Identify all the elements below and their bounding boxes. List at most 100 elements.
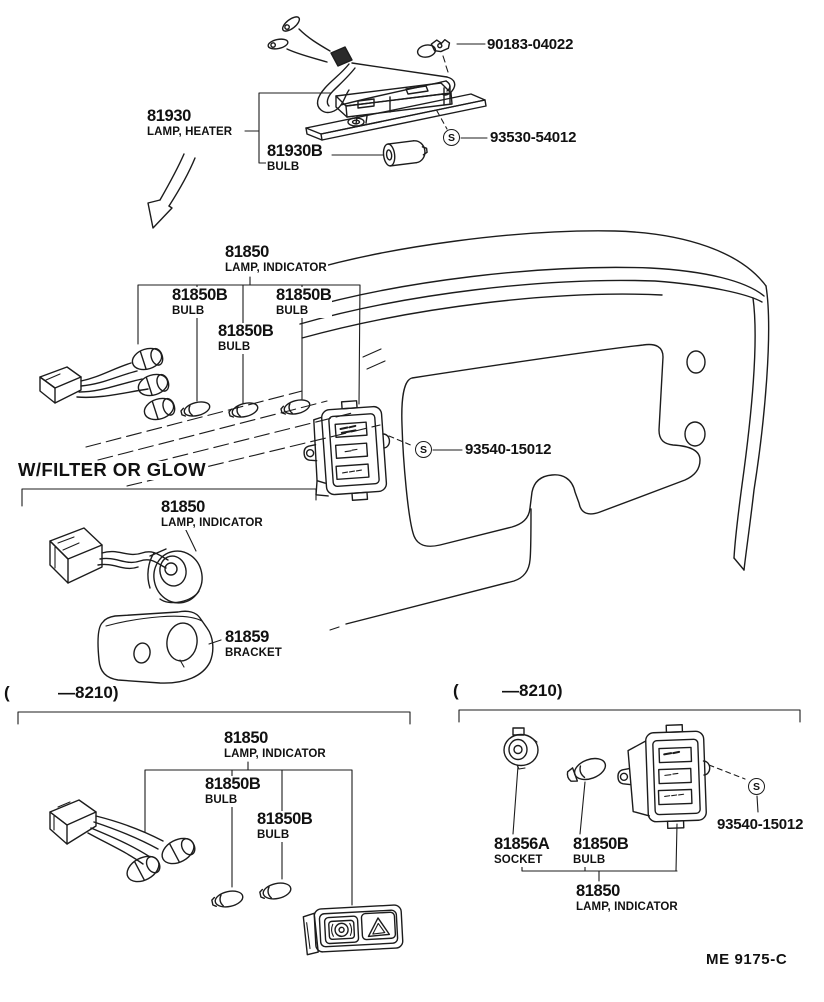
part-label-bulb-center: 81850B BULB [217, 322, 275, 354]
round-indicator-lamp [147, 548, 203, 604]
part-number: 81859 [225, 628, 269, 646]
leader-bulb [579, 781, 586, 835]
wedge-bulb-icon [259, 882, 292, 900]
leader-socket [512, 765, 519, 835]
part-number: 81850B [172, 286, 228, 304]
part-name: BULB [267, 160, 300, 173]
defogger-button-icon [323, 915, 360, 945]
wire-terminal-icon [267, 38, 289, 50]
part-name: LAMP, INDICATOR [161, 516, 263, 529]
part-label-heater-lamp: 81930 LAMP, HEATER [146, 107, 234, 139]
indicator-panel [303, 400, 391, 501]
wedge-bulb-icon [211, 890, 244, 908]
indicator-panel [617, 724, 711, 830]
part-name: LAMP, INDICATOR [576, 900, 678, 913]
leader-heater-lamp [244, 92, 332, 164]
part-name: LAMP, INDICATOR [224, 747, 326, 760]
part-label-grommet: 90183-04022 [486, 36, 575, 53]
part-name: LAMP, HEATER [147, 125, 233, 138]
date-range-right: —8210) [501, 681, 564, 700]
part-label-wf-lamp: 81850 LAMP, INDICATOR [160, 499, 264, 530]
part-number: 81850 [576, 882, 620, 900]
part-number: 81856A [494, 835, 550, 853]
leader-bracket [208, 639, 222, 645]
leader-screw-bottom [756, 795, 759, 813]
part-label-screw-mid: 93540-15012 [464, 441, 553, 458]
part-number: 81850B [257, 810, 313, 828]
section-bracket [458, 709, 801, 723]
wedge-bulb-icon [180, 401, 211, 417]
part-label-el-bulb-lower: 81850B BULB [256, 810, 314, 842]
festoon-bulb-icon [382, 140, 428, 167]
direction-arrow-icon [147, 153, 196, 229]
part-number: 81850 [224, 729, 268, 747]
early-left-art [17, 711, 411, 956]
harness-connector [49, 799, 97, 845]
part-number: 81930B [267, 142, 323, 160]
part-name: SOCKET [494, 853, 543, 866]
wedge-bulb-icon [280, 399, 311, 415]
bulb-socket-icon [126, 855, 161, 883]
part-name: BULB [172, 304, 205, 317]
bulb-socket-icon [131, 347, 164, 371]
lamp-bracket-plate [97, 610, 214, 684]
bulb-socket-icon [143, 397, 176, 421]
part-number: 81930 [147, 107, 191, 125]
lamp-socket-icon [503, 727, 539, 770]
part-name: LAMP, INDICATOR [225, 261, 327, 274]
heater-lamp-assembly [244, 16, 488, 167]
bulb-socket-icon [137, 373, 170, 397]
part-number: 81850 [225, 243, 269, 261]
section-bracket [21, 488, 317, 507]
part-name: BULB [573, 853, 606, 866]
screw-symbol: S [748, 778, 765, 795]
leader-bracket-early-left [144, 761, 353, 906]
part-name: BULB [276, 304, 309, 317]
part-number: 81850B [218, 322, 274, 340]
heater-lamp-housing [335, 82, 453, 125]
wedge-bulb-icon [228, 402, 259, 418]
harness-connector [49, 527, 103, 584]
filter-glow-section-art [21, 488, 317, 684]
wire-sleeve [330, 46, 353, 67]
indicator-lamp-main [39, 276, 463, 501]
part-label-er-socket: 81856A SOCKET [493, 835, 551, 867]
section-title-filter-glow: W/FILTER OR GLOW [17, 459, 207, 480]
part-name: BULB [257, 828, 290, 841]
wire-terminal-icon [281, 16, 301, 32]
part-label-screw-bottom: 93540-15012 [716, 816, 805, 833]
part-label-el-bulb-upper: 81850B BULB [204, 775, 262, 807]
date-range-paren-right: ( [452, 681, 460, 700]
hazard-switch-panel [302, 904, 404, 956]
drawing-code: ME 9175-C [705, 951, 789, 968]
part-label-bulb-left: 81850B BULB [171, 286, 229, 318]
part-label-heater-bulb: 81930B BULB [266, 142, 324, 174]
part-number: 81850B [276, 286, 332, 304]
screw-symbol: S [443, 129, 460, 146]
part-number: 81850 [161, 498, 205, 516]
early-right-art [458, 709, 801, 882]
date-range-left: —8210) [57, 683, 120, 702]
section-bracket [17, 711, 411, 725]
part-label-er-lamp: 81850 LAMP, INDICATOR [575, 883, 679, 914]
part-number: 81850B [205, 775, 261, 793]
grommet-clip-icon [416, 39, 451, 58]
part-label-el-lamp: 81850 LAMP, INDICATOR [223, 730, 327, 761]
bulb-socket-icon [161, 837, 196, 865]
part-label-indicator-lamp: 81850 LAMP, INDICATOR [224, 244, 328, 275]
part-label-bulb-right: 81850B BULB [275, 286, 333, 318]
screw-symbol: S [415, 441, 432, 458]
part-label-screw-top: 93530-54012 [489, 129, 578, 146]
heater-lamp-base-plate [305, 85, 487, 141]
dashboard-outline [299, 230, 770, 631]
wedge-bulb-icon [566, 757, 607, 782]
part-name: BULB [205, 793, 238, 806]
harness-connector [39, 366, 82, 404]
hazard-triangle-icon [360, 911, 397, 941]
part-label-bracket: 81859 BRACKET [224, 629, 283, 660]
date-range-paren-left: ( [3, 683, 11, 702]
part-number: 81850B [573, 835, 629, 853]
part-name: BRACKET [225, 646, 282, 659]
